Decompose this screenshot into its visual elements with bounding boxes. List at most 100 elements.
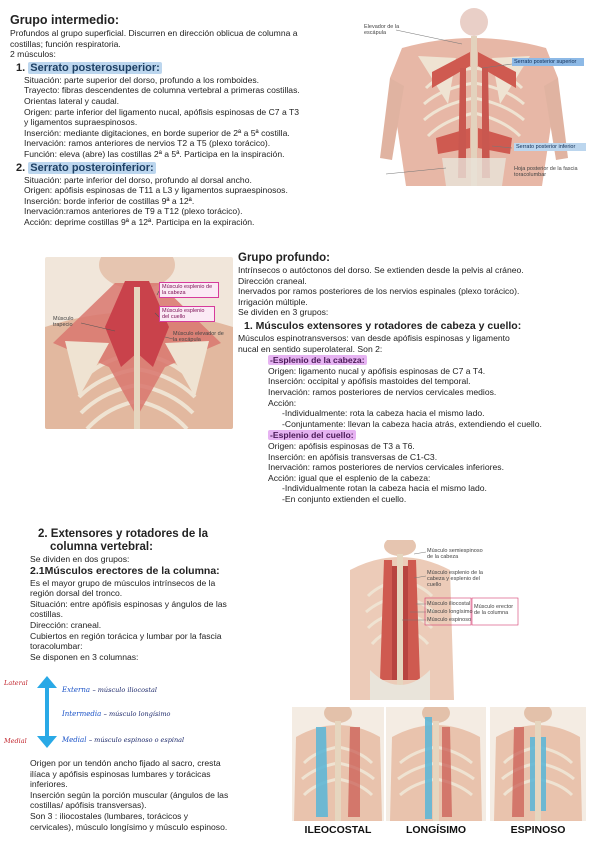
esp-cuello-line: Inserción: en apófisis transversas de C1…	[268, 451, 438, 462]
fig3-label-5: Músculo espinoso	[427, 617, 472, 623]
extensores-sub: 2.1Músculos erectores de la columna:	[30, 564, 220, 577]
extensores-line: Situación: entre apófisis espinosas y án…	[30, 598, 227, 609]
figure-espinoso	[490, 703, 586, 821]
g1-title: 1. Músculos extensores y rotadores de ca…	[244, 319, 522, 332]
serrato-sup-line: Trayecto: fibras descendentes de columna…	[24, 85, 300, 96]
double-arrow-icon	[37, 676, 57, 748]
extensores-line: Se disponen en 3 columnas:	[30, 651, 139, 662]
columns-diagram: Lateral Medial Externa – músculo iliocos…	[4, 676, 184, 748]
figure-ileocostal	[292, 703, 384, 821]
esp-cabeza-line: Inserción: occipital y apófisis mastoide…	[268, 376, 471, 387]
hand-lateral: Lateral	[4, 679, 28, 687]
serrato-sup-line: Función: eleva (abre) las costillas 2ª a…	[24, 148, 285, 159]
after-line: costillas/ apófisis transversas).	[30, 800, 147, 811]
hand-medial-col: Medial – músculo espinoso o espinal	[62, 734, 184, 746]
after-line: inferiores.	[30, 779, 68, 790]
serrato-inf-line: Acción: deprime costillas 9ª a 12ª. Part…	[24, 216, 255, 227]
hand-externa-label: Externa	[62, 686, 91, 694]
serrato-inf-line: Origen: apófisis espinosas de T11 a L3 y…	[24, 185, 288, 196]
intermedio-title: Grupo intermedio:	[10, 13, 120, 27]
esp-cabeza-action: -Conjuntamente: llevan la cabeza hacia a…	[282, 418, 542, 429]
fig2-label-capitis: Músculo esplenio de la cabeza	[159, 282, 219, 298]
extensores-title-b: columna vertebral:	[50, 541, 153, 553]
longisimo-illustration	[390, 703, 482, 821]
after-line: Inserción según la porción muscular (áng…	[30, 789, 229, 800]
serrato-sup-line: Inervación: ramos anteriores de nervios …	[24, 138, 271, 149]
esp-cuello-line: Origen: apófisis espinosas de T3 a T6.	[268, 440, 415, 451]
fig1-label-fascia: Hoja posterior de la fascia toracolumbar	[514, 166, 578, 178]
caption-longisimo: LONGÍSIMO	[405, 824, 467, 836]
esp-cuello-body: Origen: apófisis espinosas de T3 a T6. I…	[238, 441, 593, 505]
serrato-sup-line: Situación: parte superior del dorso, pro…	[24, 74, 260, 85]
serrato-sup-line: Inserción: mediante digitaciones, en bor…	[24, 127, 290, 138]
figure-esplenios: Músculo esplenio de la cabeza Músculo es…	[45, 257, 233, 429]
serrato-inf-line: Inervación:ramos anteriores de T9 a T12 …	[24, 206, 243, 217]
esp-cabeza-line: Acción:	[268, 397, 297, 408]
hand-intermedia: Intermedia – músculo longísimo	[62, 708, 170, 720]
fig3-label-1: Músculo semiespinoso de la cabeza	[427, 548, 483, 560]
esp-cabeza-action: -Individualmente: rota la cabeza hacia e…	[282, 408, 485, 419]
espinoso-illustration	[494, 703, 582, 821]
esp-cabeza-line: Origen: ligamento nucal y apófisis espin…	[268, 365, 486, 376]
serrato-sup-name: Serrato posterosuperior:	[28, 61, 162, 74]
intermedio-intro-1: Profundos al grupo superficial. Discurre…	[10, 28, 298, 38]
profundo-intro: Intrínsecos o autóctonos del dorso. Se e…	[238, 265, 524, 275]
extensores-line: Cubiertos en región torácica y lumbar po…	[30, 630, 222, 641]
intermedio-intro-2: costillas; función respiratoria.	[10, 38, 121, 49]
profundo-section: Grupo profundo: Intrínsecos o autóctonos…	[238, 252, 593, 504]
after-line: Son 3 : iliocostales (lumbares, torácico…	[30, 810, 189, 821]
extensores-line: Dirección: craneal.	[30, 619, 102, 630]
esp-cuello-heading: -Esplenio del cuello:	[238, 430, 593, 441]
figure-erector: Músculo semiespinoso de la cabeza Múscul…	[346, 536, 572, 700]
hand-intermedia-muscle: – músculo longísimo	[103, 710, 171, 718]
esp-cuello-line: Inervación: ramos posteriores de nervios…	[268, 462, 504, 473]
fig3-label-3: Músculo iliocostal	[427, 601, 471, 607]
fig2-label-cervicis: Músculo esplenio del cuello	[159, 306, 215, 322]
fig3-label-4: Músculo longísimo	[427, 609, 473, 615]
serrato-inf-body: Situación: parte inferior del dorso, pro…	[10, 175, 355, 228]
fig1-label-sup: Serrato posterior superior	[512, 58, 584, 66]
esp-cabeza-heading: -Esplenio de la cabeza:	[238, 355, 593, 366]
serrato-inf-name: Serrato posteroinferior:	[28, 161, 156, 174]
esp-cuello-action: -Individualmente rotan la cabeza hacia e…	[282, 483, 487, 494]
serrato-sup-num: 1.	[16, 61, 26, 74]
fig3-bracket: Músculo erector de la columna	[474, 604, 514, 616]
figure-longisimo	[386, 703, 486, 821]
serrato-sup-heading: 1. Serrato posterosuperior:	[10, 61, 355, 75]
g1-intro: nucal en sentido superolateral. Son 2:	[238, 343, 383, 354]
intermedio-intro-3: 2 músculos:	[10, 49, 56, 60]
esp-cuello-action: -En conjunto extienden el cuello.	[282, 493, 407, 504]
hand-externa: Externa – músculo iliocostal	[62, 684, 157, 696]
fig2-label-levator: Músculo elevador de la escápula	[173, 331, 224, 343]
fig2-label-trapecio: Músculo trapecio	[53, 316, 74, 328]
serrato-sup-line: y ligamentos supraespinosos.	[24, 117, 138, 128]
hand-medial-muscle: – músculo espinoso o espinal	[88, 736, 185, 744]
figure-serratos: Elevador de la escápula Serrato posterio…	[362, 8, 590, 186]
serrato-inf-line: Inserción: borde inferior de costillas 9…	[24, 195, 195, 206]
extensores-section: 2. Extensores y rotadores de la columna …	[30, 528, 300, 662]
extensores-l1: Se dividen en dos grupos:	[30, 554, 130, 564]
profundo-intro: Inervados por ramos posteriores de los n…	[238, 286, 520, 297]
profundo-intro: Dirección craneal.	[238, 275, 307, 286]
extensores-title-a: 2. Extensores y rotadores de la	[38, 528, 209, 540]
serrato-sup-line: Origen: parte inferior del ligamento nuc…	[24, 106, 299, 117]
profundo-title: Grupo profundo:	[238, 252, 330, 264]
esp-cabeza-body: Origen: ligamento nucal y apófisis espin…	[238, 366, 593, 430]
esp-cuello-line: Acción: igual que el esplenio de la cabe…	[268, 472, 431, 483]
hand-intermedia-label: Intermedia	[62, 710, 102, 718]
esp-cabeza-line: Inervación: ramos posteriores de nervios…	[268, 386, 497, 397]
extensores-line: costillas.	[30, 609, 63, 620]
fig3-label-2: Músculo esplenio de la cabeza y esplenio…	[427, 570, 483, 588]
serrato-sup-line: Orientas lateral y caudal.	[24, 95, 120, 106]
serrato-inf-heading: 2. Serrato posteroinferior:	[10, 161, 355, 175]
extensores-after: Origen por un tendón ancho fijado al sac…	[30, 758, 300, 832]
extensores-line: región dorsal del tronco.	[30, 588, 123, 599]
fig1-label-inf: Serrato posterior inferior	[514, 143, 586, 151]
extensores-line: Es el mayor grupo de músculos intrínseco…	[30, 577, 216, 588]
g1-intro: Músculos espinotransversos: van desde ap…	[238, 332, 510, 343]
after-line: cervicales), músculo longísimo y músculo…	[30, 821, 228, 832]
hand-medial: Medial	[4, 737, 27, 745]
serrato-sup-body: Situación: parte superior del dorso, pro…	[10, 75, 355, 160]
after-line: Origen por un tendón ancho fijado al sac…	[30, 758, 221, 768]
profundo-intro: Se dividen en 3 grupos:	[238, 307, 329, 318]
